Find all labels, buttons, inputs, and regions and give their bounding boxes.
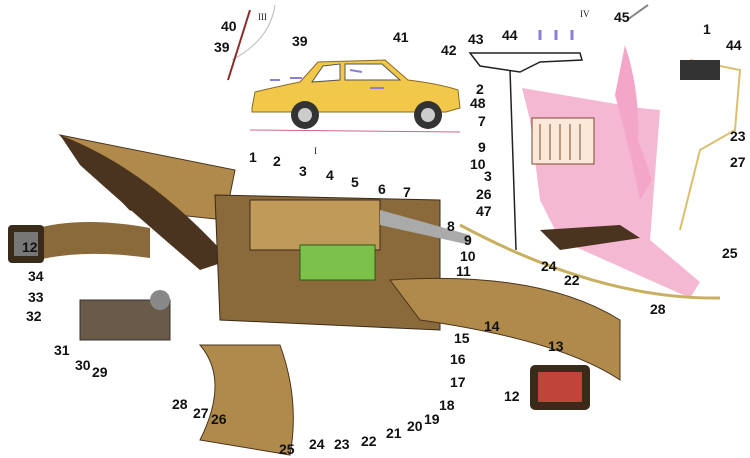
callout: 22: [564, 272, 580, 288]
callout: 41: [393, 29, 409, 45]
callout: 32: [26, 308, 42, 324]
callout: 48: [470, 95, 486, 111]
callout: 24: [541, 258, 557, 274]
callout: 2: [476, 81, 484, 97]
callout: 39: [214, 39, 230, 55]
callout: 44: [726, 37, 742, 53]
callout: 12: [504, 388, 520, 404]
callout: 13: [548, 338, 564, 354]
callout: 14: [484, 318, 500, 334]
callout: 30: [75, 357, 91, 373]
section-label-iv: IV: [580, 9, 590, 19]
callout: 3: [484, 168, 492, 184]
car-illustration: [227, 4, 461, 133]
callout: 10: [460, 248, 476, 264]
callout: 8: [447, 218, 455, 234]
callout: 23: [334, 436, 350, 452]
callout: 23: [730, 128, 746, 144]
callout: 33: [28, 289, 44, 305]
callout: 7: [403, 184, 411, 200]
section-label-i: I: [314, 146, 317, 156]
callout: 4: [326, 167, 334, 183]
callout: 28: [650, 301, 666, 317]
callout: 11: [456, 263, 471, 279]
callout: 31: [54, 342, 70, 358]
callout: 9: [464, 232, 472, 248]
callout: 24: [309, 436, 325, 452]
callout: 2: [273, 153, 281, 169]
callout: 7: [478, 113, 486, 129]
callout: 9: [478, 139, 486, 155]
callout: 16: [450, 351, 466, 367]
callout: 27: [193, 405, 209, 421]
callout: 21: [386, 425, 402, 441]
callout: 25: [722, 245, 738, 261]
callout: 28: [172, 396, 188, 412]
callout: 42: [441, 42, 457, 58]
callout: 43: [468, 31, 484, 47]
callout: 20: [407, 418, 423, 434]
callout: 25: [279, 441, 295, 457]
callout: 34: [28, 268, 44, 284]
callout: 5: [351, 174, 359, 190]
callout: 29: [92, 364, 108, 380]
callout: 19: [424, 411, 440, 427]
callout: 15: [454, 330, 470, 346]
callout: 26: [211, 411, 227, 427]
callout: 47: [476, 203, 492, 219]
callout: 26: [476, 186, 492, 202]
callout: 39: [292, 33, 308, 49]
callout: 12: [22, 239, 38, 255]
callout: 1: [249, 149, 257, 165]
callout: 10: [470, 156, 486, 172]
callout: 22: [361, 433, 377, 449]
callout: 6: [378, 181, 386, 197]
heater-assembly-illustration: [8, 134, 621, 456]
callout: 27: [730, 154, 746, 170]
callout: 40: [221, 18, 237, 34]
callout: 3: [299, 163, 307, 179]
section-label-iii: III: [258, 12, 267, 22]
callout: 1: [703, 21, 711, 37]
callout: 17: [450, 374, 466, 390]
callout: 45: [614, 9, 630, 25]
cutaway-illustration: [459, 4, 742, 300]
callout: 44: [502, 27, 518, 43]
callout: 18: [439, 397, 455, 413]
